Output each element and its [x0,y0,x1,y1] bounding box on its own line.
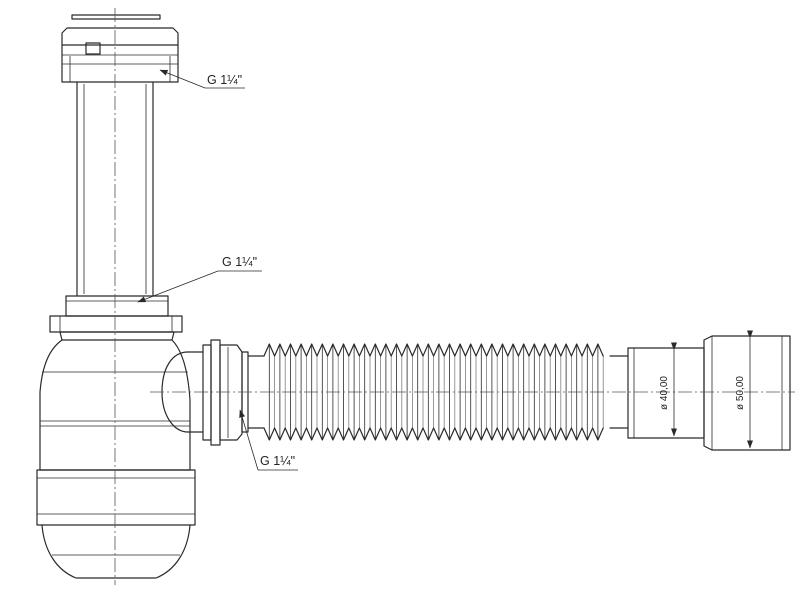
leader-top-thread: G 1¼" [159,69,245,89]
hose-bottom-edge [263,427,604,441]
hose-top-edge [263,343,604,357]
leader-middle-thread: G 1¼" [137,255,262,303]
outlet-thread-label: G 1¼" [260,454,295,468]
middle-thread-label: G 1¼" [222,255,257,269]
top-thread-label: G 1¼" [207,73,242,87]
outlet-pipe-50 [703,335,791,451]
dimension-label-50: ø 50,00 [735,376,746,410]
dimension-diameter-50: ø 50,00 [735,330,753,449]
outlet-nut [202,339,249,446]
upper-nut [49,295,183,341]
dimension-label-40: ø 40,00 [659,376,670,410]
dimension-diameter-40: ø 40,00 [659,342,677,437]
bottle-body [36,339,196,579]
top-strainer [61,14,179,83]
vertical-tube [76,81,154,297]
leader-outlet-thread: G 1¼" [239,409,298,471]
